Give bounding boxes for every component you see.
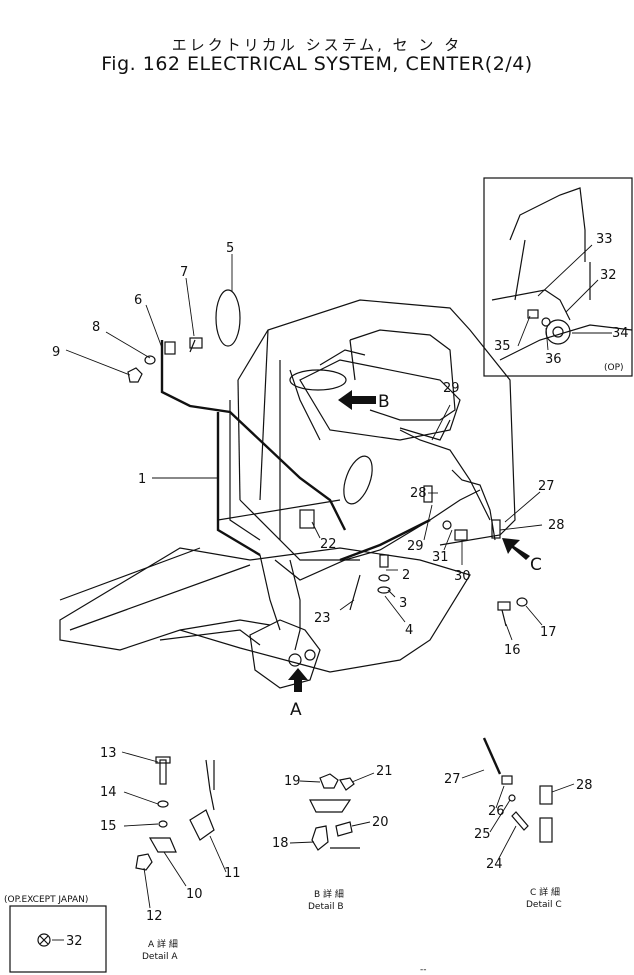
op-except-japan-box bbox=[9, 905, 107, 973]
callout-13: 13 bbox=[100, 746, 117, 761]
callout-6: 6 bbox=[134, 293, 142, 308]
inset-note: (OP) bbox=[604, 363, 624, 373]
view-label-a: A bbox=[290, 700, 302, 720]
figure-title-japanese: エレクトリカル システム, セ ン タ bbox=[171, 36, 463, 54]
callout-12: 12 bbox=[146, 909, 163, 924]
callout-21: 21 bbox=[376, 764, 393, 779]
callout-35: 34 bbox=[612, 326, 629, 341]
callout-2: 2 bbox=[402, 568, 410, 583]
detail-c-label-jp: C 詳 細 bbox=[530, 886, 560, 898]
callout-16: 16 bbox=[504, 643, 521, 658]
detail-c-label: Detail C bbox=[526, 900, 562, 910]
detail-a bbox=[121, 751, 227, 909]
optional-inset bbox=[483, 177, 633, 377]
callout-37: 36 bbox=[545, 352, 562, 367]
main-assembly bbox=[59, 299, 528, 689]
view-arrow-c bbox=[502, 538, 530, 560]
callout-22: 22 bbox=[320, 537, 337, 552]
callout-4: 4 bbox=[405, 623, 413, 638]
callout-11: 11 bbox=[224, 866, 241, 881]
callout-23: 23 bbox=[314, 611, 331, 626]
callout-28-left: 28 bbox=[410, 486, 427, 501]
callout-5: 5 bbox=[226, 241, 234, 256]
mirror-5-icon bbox=[215, 289, 241, 347]
callout-26: 26 bbox=[488, 804, 505, 819]
callout-27-detail: 27 bbox=[444, 772, 461, 787]
detail-c bbox=[461, 737, 575, 861]
callout-33: 32 bbox=[600, 268, 617, 283]
callout-27: 27 bbox=[538, 479, 555, 494]
callout-28-right: 28 bbox=[548, 518, 565, 533]
detail-a-label-jp: A 詳 細 bbox=[148, 938, 178, 950]
callout-36: 35 bbox=[494, 339, 511, 354]
view-label-b: B bbox=[378, 392, 390, 412]
detail-b-label-jp: B 詳 細 bbox=[314, 888, 344, 900]
callout-14: 14 bbox=[100, 785, 117, 800]
callout-leaders bbox=[65, 254, 543, 641]
callout-30: 30 bbox=[454, 569, 471, 584]
callout-10: 10 bbox=[186, 887, 203, 902]
bolt-icon bbox=[164, 341, 176, 355]
callout-7: 7 bbox=[180, 265, 188, 280]
callout-15: 15 bbox=[100, 819, 117, 834]
callout-29-lower: 29 bbox=[407, 539, 424, 554]
callout-24: 24 bbox=[486, 857, 503, 872]
callout-29-upper: 29 bbox=[443, 381, 460, 396]
detail-a-label: Detail A bbox=[142, 952, 178, 962]
callout-1: 1 bbox=[138, 472, 146, 487]
detail-b-label: Detail B bbox=[308, 902, 344, 912]
callout-17: 17 bbox=[540, 625, 557, 640]
callout-18: 18 bbox=[272, 836, 289, 851]
view-arrow-b bbox=[338, 390, 376, 410]
callout-28-detail: 28 bbox=[576, 778, 593, 793]
callout-19: 19 bbox=[284, 774, 301, 789]
callout-32: 32 bbox=[66, 934, 83, 949]
view-label-c: C bbox=[530, 555, 542, 575]
callout-34: 33 bbox=[596, 232, 613, 247]
callout-20: 20 bbox=[372, 815, 389, 830]
figure-title: Fig. 162 ELECTRICAL SYSTEM, CENTER(2/4) bbox=[101, 53, 533, 75]
callout-25: 25 bbox=[474, 827, 491, 842]
callout-31: 31 bbox=[432, 550, 449, 565]
view-arrow-a bbox=[288, 668, 308, 692]
callout-3: 3 bbox=[399, 596, 407, 611]
nut-icon bbox=[127, 367, 143, 383]
op-except-japan-label: (OP.EXCEPT JAPAN) bbox=[4, 895, 88, 905]
page-mark: -- bbox=[420, 965, 427, 975]
callout-8: 8 bbox=[92, 320, 100, 335]
detail-b bbox=[289, 772, 375, 851]
callout-9: 9 bbox=[52, 345, 60, 360]
